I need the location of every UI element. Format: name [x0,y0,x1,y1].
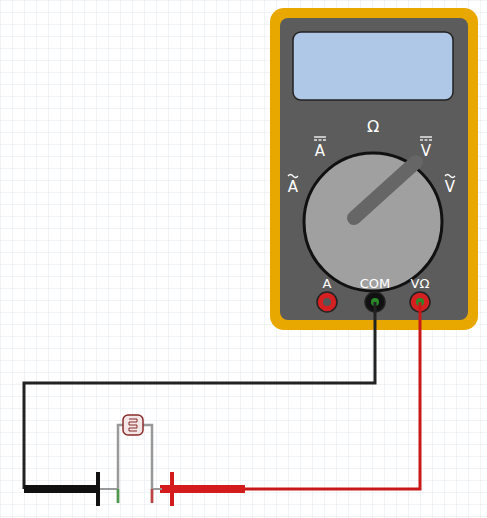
photoresistor [118,415,152,503]
jack-label: A [323,277,332,290]
black-probe [24,485,100,493]
meter-housing [270,8,478,330]
ac-symbols [288,175,455,178]
black-probe-tip [100,488,118,490]
black-probe-guard [96,472,100,506]
rotary-dial [304,153,442,291]
red-probe-tip [153,488,162,490]
ac-voltage-label: V [445,180,455,195]
jack-label: VΩ [411,277,430,290]
dc-voltage-label: V [421,144,431,159]
red-probe-guard [170,472,174,506]
ohm-range-label: Ω [367,119,379,135]
red-lead [245,302,420,489]
meter-face [280,18,468,320]
ac-current-label: A [288,180,298,195]
jack-label: COM [360,277,391,290]
dc-current-label: A [315,144,325,159]
meter-display [293,32,453,100]
dc-symbols [314,137,432,140]
dial-pointer [354,162,416,218]
black-lead [24,302,375,489]
